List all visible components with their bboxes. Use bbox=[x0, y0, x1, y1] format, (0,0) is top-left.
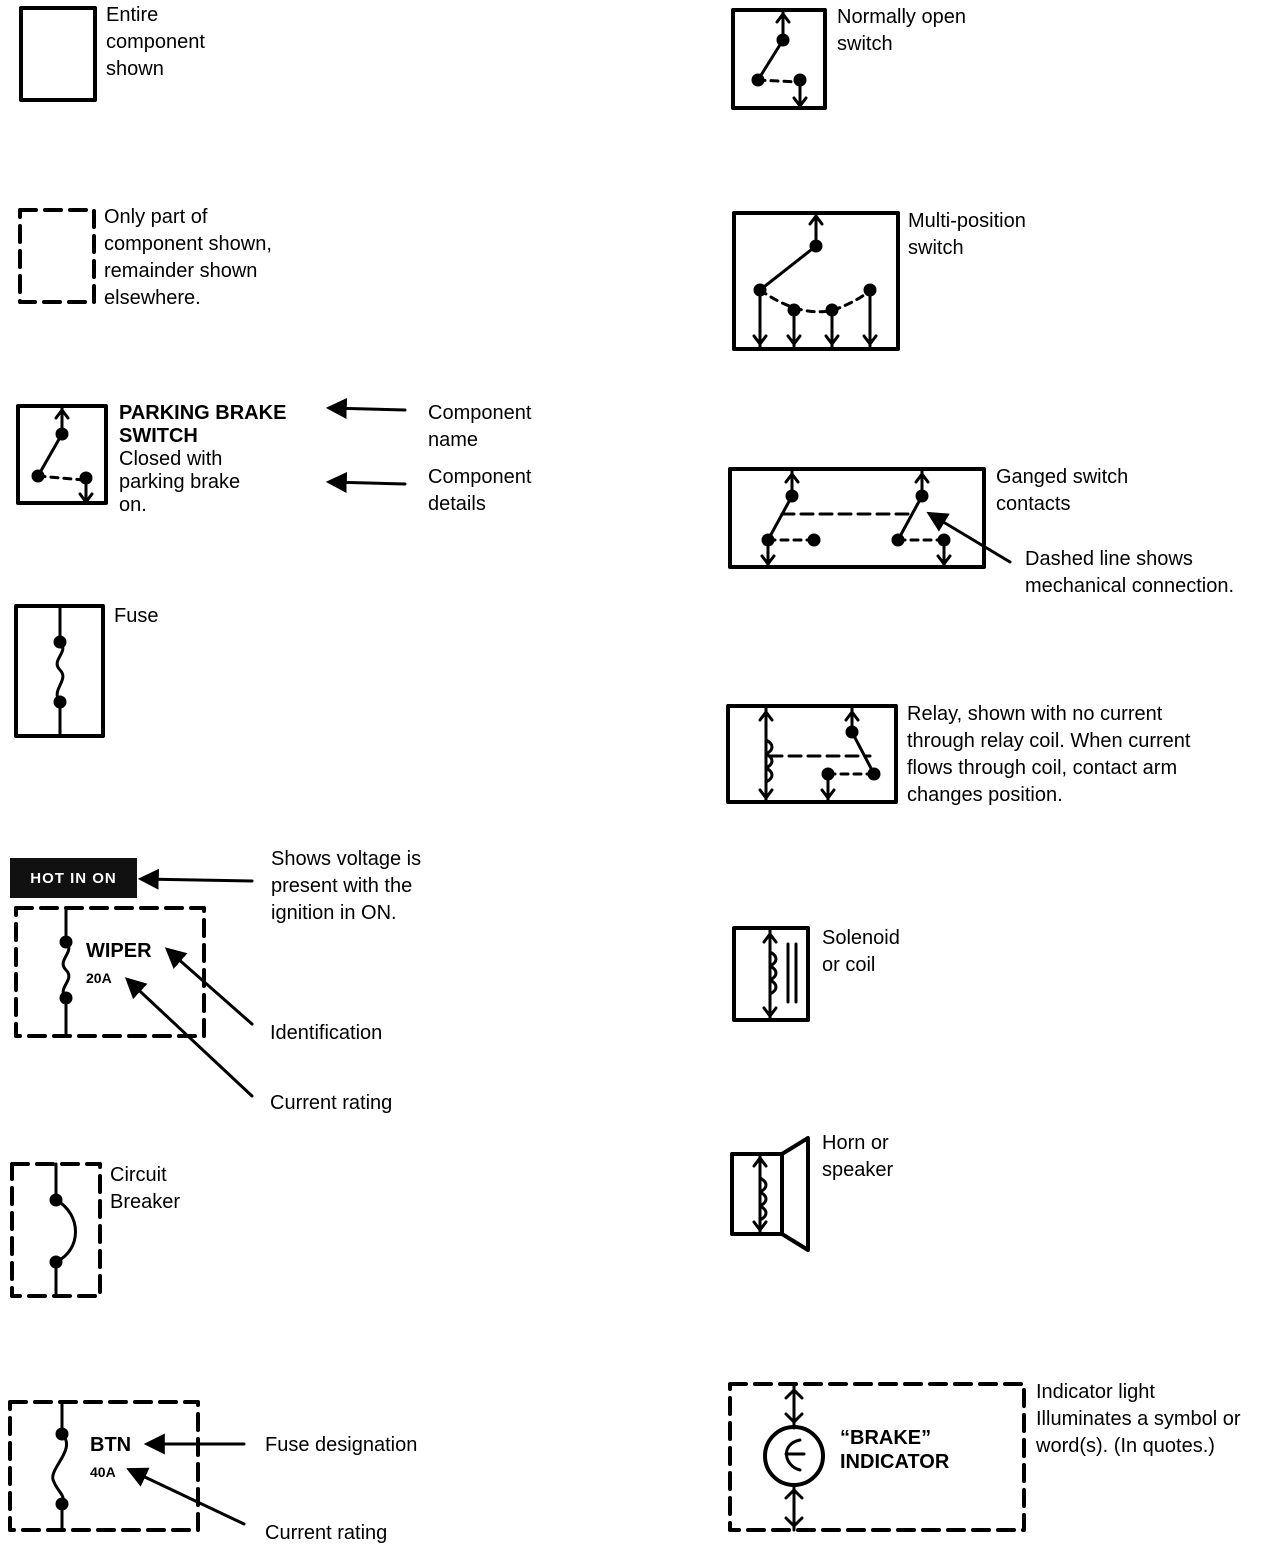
brake-indicator-name: “BRAKE” INDICATOR bbox=[840, 1427, 950, 1473]
fuse-designation-label: Fuse designation bbox=[265, 1434, 418, 1456]
dashed-line-label: Dashed line shows mechanical connection. bbox=[1025, 548, 1235, 597]
partial-component-symbol bbox=[18, 208, 96, 304]
circuit-breaker-label: Circuit Breaker bbox=[110, 1164, 181, 1213]
wiper-identification: WIPER bbox=[86, 940, 152, 962]
hot-in-on-arrow bbox=[137, 868, 254, 890]
entire-component-symbol bbox=[19, 6, 97, 102]
btn-fuse-symbol bbox=[8, 1400, 200, 1532]
fuse-label: Fuse bbox=[114, 605, 159, 627]
wiper-fuse-symbol bbox=[14, 906, 206, 1038]
relay-label: Relay, shown with no current through rel… bbox=[907, 703, 1191, 806]
btn-current-rating-label: Current rating bbox=[265, 1522, 388, 1544]
relay-symbol bbox=[726, 704, 898, 804]
wiper-current-rating: 20A bbox=[86, 970, 112, 986]
entire-component-label: Entire component shown bbox=[106, 4, 205, 80]
dashed-line-arrow bbox=[926, 511, 1012, 564]
horn-symbol bbox=[730, 1136, 810, 1252]
identification-label: Identification bbox=[270, 1022, 383, 1044]
component-details-label: Component details bbox=[428, 466, 532, 515]
current-rating-arrow bbox=[124, 977, 254, 1098]
normally-open-switch-symbol bbox=[731, 8, 827, 110]
fuse-symbol bbox=[14, 604, 105, 738]
partial-component-label: Only part of component shown, remainder … bbox=[104, 206, 272, 309]
parking-brake-name: PARKING BRAKE SWITCH bbox=[119, 402, 287, 447]
component-name-arrow bbox=[325, 397, 407, 419]
multi-position-switch-symbol bbox=[732, 211, 900, 351]
btn-current-rating: 40A bbox=[90, 1464, 116, 1480]
current-rating-label: Current rating bbox=[270, 1092, 393, 1114]
horn-label: Horn or speaker bbox=[822, 1132, 894, 1181]
parking-brake-switch-symbol bbox=[16, 404, 108, 505]
ganged-switch-label: Ganged switch contacts bbox=[996, 466, 1129, 515]
hot-in-on-badge: HOT IN ON bbox=[10, 858, 137, 898]
indicator-light-label: Indicator light Illuminates a symbol or … bbox=[1036, 1381, 1241, 1457]
multi-position-label: Multi-position switch bbox=[908, 210, 1026, 259]
circuit-breaker-symbol bbox=[10, 1162, 102, 1298]
hot-in-on-description: Shows voltage is present with the igniti… bbox=[271, 848, 422, 924]
component-name-label: Component name bbox=[428, 402, 532, 451]
identification-arrow bbox=[164, 947, 254, 1026]
solenoid-symbol bbox=[732, 926, 810, 1022]
component-details-arrow bbox=[325, 471, 407, 493]
parking-brake-details: Closed with parking brake on. bbox=[119, 448, 241, 516]
solenoid-label: Solenoid or coil bbox=[822, 927, 900, 976]
brake-indicator-symbol bbox=[728, 1382, 1026, 1532]
ganged-switch-symbol bbox=[728, 467, 986, 569]
btn-fuse-designation: BTN bbox=[90, 1434, 132, 1456]
btn-current-rating-arrow bbox=[126, 1467, 246, 1526]
normally-open-label: Normally open switch bbox=[837, 6, 966, 55]
